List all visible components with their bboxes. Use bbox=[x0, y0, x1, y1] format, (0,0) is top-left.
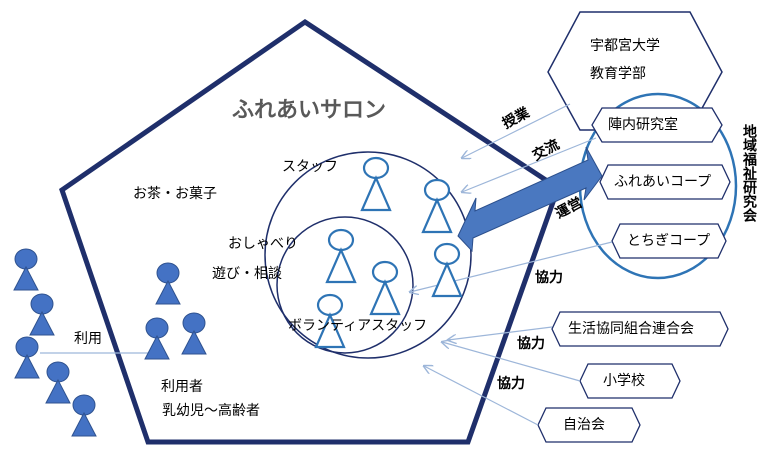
staff-person-icons bbox=[314, 156, 463, 349]
staff-label: スタッフ bbox=[282, 159, 338, 175]
use-label: 利用 bbox=[74, 331, 102, 347]
coop-tochigi-hexagon bbox=[611, 223, 727, 259]
user-person-icons bbox=[13, 248, 207, 437]
coop-tochigi-name: とちぎコープ bbox=[627, 233, 711, 249]
lab-name: 陣内研究室 bbox=[608, 117, 678, 133]
salon-title: ふれあいサロン bbox=[232, 98, 387, 123]
coop-fureai-name: ふれあいコープ bbox=[614, 174, 712, 190]
lab-hexagon bbox=[591, 107, 723, 143]
operate-double-arrow bbox=[457, 146, 603, 253]
cooperation-label-1: 協力 bbox=[535, 270, 563, 286]
users-range: 乳幼児～高齢者 bbox=[162, 403, 260, 419]
federation-hexagon bbox=[551, 311, 729, 347]
activity-chat: おしゃべり bbox=[228, 236, 298, 252]
cooperation-label-2: 協力 bbox=[517, 336, 545, 352]
volunteer-circle bbox=[276, 216, 414, 354]
users-title: 利用者 bbox=[161, 379, 203, 395]
faculty-name: 教育学部 bbox=[590, 66, 646, 82]
school-name: 小学校 bbox=[603, 373, 645, 389]
residents-name: 自治会 bbox=[563, 417, 605, 433]
school-arrow bbox=[442, 342, 581, 382]
activity-tea: お茶・お菓子 bbox=[133, 186, 217, 202]
staff-circle bbox=[264, 151, 472, 359]
class-arrow bbox=[462, 103, 571, 158]
exchange-arrow bbox=[462, 137, 597, 192]
activity-play: 遊び・相談 bbox=[212, 266, 282, 282]
university-name: 宇都宮大学 bbox=[590, 38, 660, 54]
council-name: 地域福祉研究会 bbox=[741, 124, 757, 222]
federation-arrow bbox=[448, 326, 553, 340]
federation-name: 生活協同組合連合会 bbox=[568, 321, 694, 337]
residents-arrow bbox=[424, 366, 539, 426]
cooperation-label-3: 協力 bbox=[497, 376, 525, 392]
salon-pentagon bbox=[59, 18, 562, 445]
coop-fureai-hexagon bbox=[599, 164, 731, 200]
volunteer-staff-label: ボランティアスタッフ bbox=[288, 318, 428, 334]
